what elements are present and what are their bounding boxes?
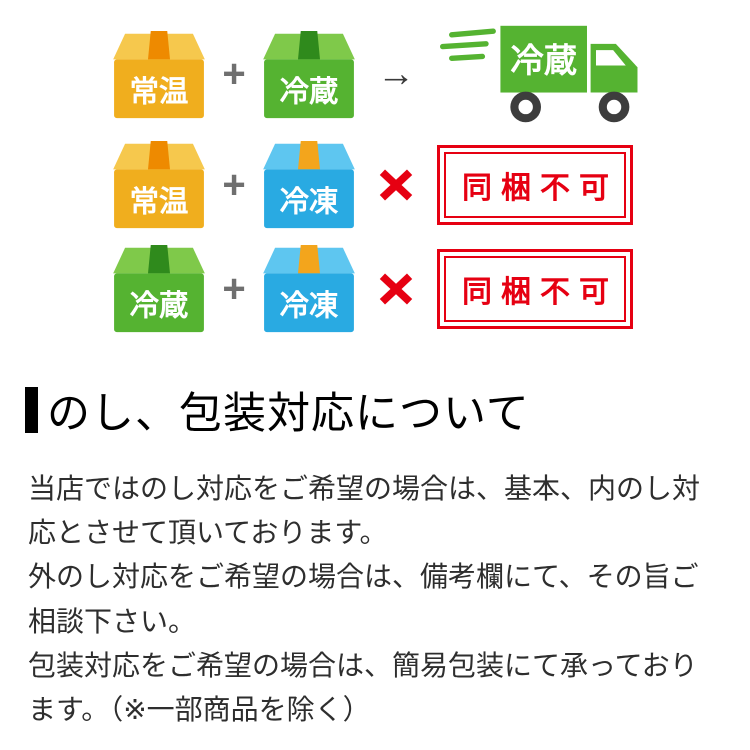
connector-slot [355, 272, 437, 306]
box-tape [298, 245, 320, 274]
box-tape [148, 245, 170, 274]
box-front [114, 169, 204, 229]
section-title-text: のし、包装対応について [47, 390, 530, 438]
truck-cargo-box [500, 25, 587, 93]
plus-operator: + [222, 52, 246, 96]
noshi-paragraph: 包装対応をご希望の場合は、簡易包装にて承っております。（※一部商品を除く） [28, 649, 698, 726]
diagram-row-ambient-chilled: 常温 + 冷蔵 → 冷蔵 [113, 24, 750, 125]
noshi-paragraph: 外のし対応をご希望の場合は、備考欄にて、その旨ご相談下さい。 [28, 561, 699, 637]
diagram-row-ambient-frozen: 常温 + 冷凍 同梱不可 [113, 141, 750, 229]
cross-icon [379, 169, 413, 201]
box-label-frozen: 冷凍 [280, 290, 339, 323]
box-label-frozen: 冷凍 [280, 186, 339, 219]
box-label-ambient: 常温 [130, 186, 189, 219]
shipping-combination-diagram: 常温 + 冷蔵 → 冷蔵 [0, 0, 750, 333]
delivery-truck-icon: 冷蔵 [439, 25, 638, 123]
package-box-frozen-icon: 冷凍 [263, 245, 355, 333]
box-front [264, 169, 354, 229]
package-box-chilled-icon: 冷蔵 [113, 245, 205, 333]
package-box-chilled-icon: 冷蔵 [263, 30, 355, 118]
box-label-chilled: 冷蔵 [280, 75, 339, 108]
plus-operator: + [222, 266, 246, 311]
no-bundle-stamp: 同梱不可 [437, 145, 633, 225]
package-box-ambient-icon: 常温 [113, 141, 205, 229]
cross-icon [379, 273, 413, 305]
connector-slot [355, 168, 437, 202]
speed-lines-icon [439, 28, 496, 61]
diagram-row-chilled-frozen: 冷蔵 + 冷凍 同梱不可 [113, 245, 750, 333]
connector-slot: → [355, 53, 437, 96]
package-box-frozen-icon: 冷凍 [263, 141, 355, 229]
noshi-description: 当店ではのし対応をご希望の場合は、基本、内のし対応とさせて頂いております。 外の… [0, 441, 750, 732]
box-tape [298, 30, 320, 59]
box-front [264, 58, 354, 118]
plus-operator: + [222, 162, 246, 207]
box-front [264, 273, 354, 333]
noshi-paragraph: 当店ではのし対応をご希望の場合は、基本、内のし対応とさせて頂いております。 [28, 473, 701, 549]
no-bundle-stamp-text: 同梱不可 [444, 152, 626, 218]
box-front [114, 273, 204, 333]
no-bundle-stamp-text: 同梱不可 [444, 256, 626, 322]
no-bundle-stamp: 同梱不可 [437, 249, 633, 329]
box-tape [148, 141, 170, 170]
truck-wheel-rear-hub [518, 99, 533, 115]
package-box-ambient-icon: 常温 [113, 30, 205, 118]
box-label-ambient: 常温 [130, 75, 189, 108]
box-front [114, 58, 204, 118]
heading-accent-bar [25, 387, 38, 433]
arrow-right-icon: → [377, 53, 415, 95]
truck-window [596, 50, 626, 66]
box-tape [148, 30, 170, 59]
box-label-chilled: 冷蔵 [130, 290, 189, 323]
box-tape [298, 141, 320, 170]
truck-cargo-label: 冷蔵 [510, 43, 577, 80]
truck-wheel-front-hub [606, 99, 622, 115]
section-heading: のし、包装対応について [0, 379, 750, 441]
